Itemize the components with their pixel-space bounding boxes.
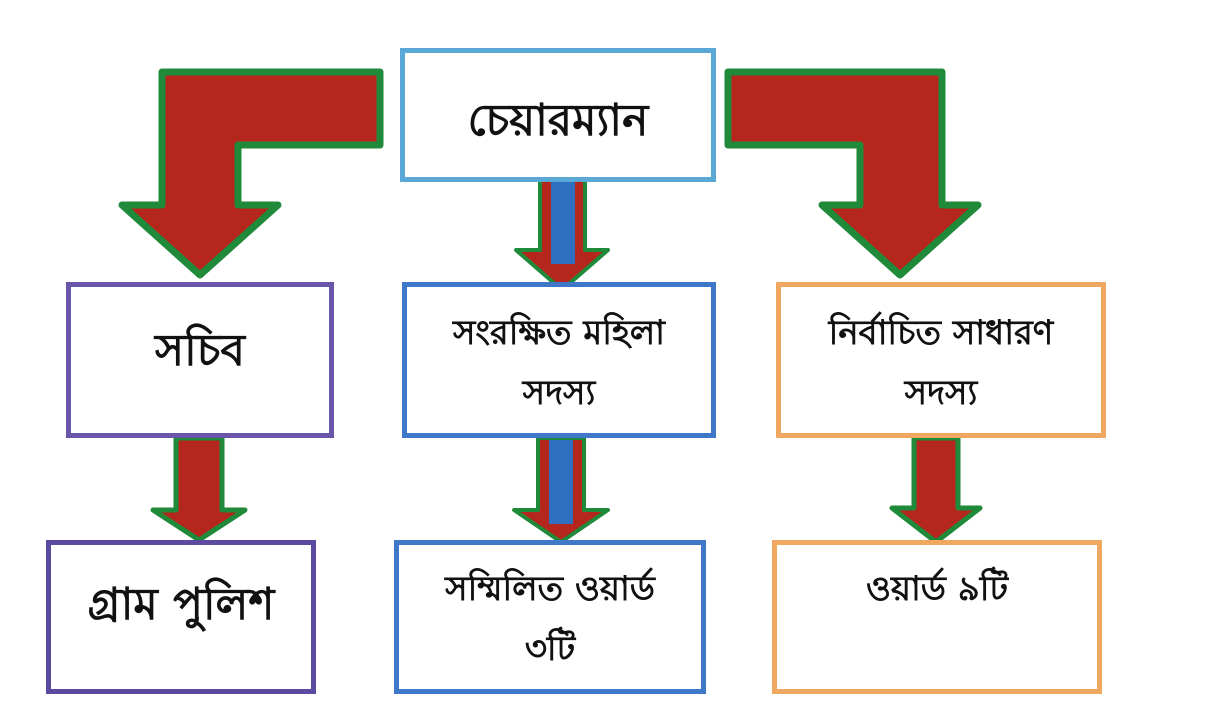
- combined-wards-box: সম্মিলিত ওয়ার্ড ৩টি: [394, 540, 706, 694]
- combined-wards-label-line1: সম্মিলিত ওয়ার্ড: [445, 569, 655, 609]
- wards-label: ওয়ার্ড ৯টি: [865, 569, 1009, 609]
- wards-box: ওয়ার্ড ৯টি: [772, 540, 1102, 694]
- elected-general-box: নির্বাচিত সাধারণ সদস্য: [776, 282, 1106, 438]
- reserved-women-box: সংরক্ষিত মহিলা সদস্য: [402, 282, 716, 438]
- combined-wards-label-line2: ৩টি: [524, 629, 576, 669]
- arrow-secretary-to-police: [150, 435, 248, 543]
- arrow-chairman-to-secretary: [118, 68, 384, 279]
- village-police-box: গ্রাম পুলিশ: [46, 540, 316, 694]
- elected-general-label-line1: নির্বাচিত সাধারণ: [828, 313, 1054, 353]
- village-police-label: গ্রাম পুলিশ: [87, 579, 275, 630]
- chairman-box: চেয়ারম্যান: [400, 48, 716, 182]
- arrow-elected-to-wards: [889, 435, 983, 545]
- reserved-women-label-line1: সংরক্ষিত মহিলা: [452, 313, 666, 353]
- reserved-women-label-line2: সদস্য: [522, 373, 596, 413]
- elected-general-label-line2: সদস্য: [904, 373, 978, 413]
- secretary-label: সচিব: [155, 325, 245, 376]
- arrow-chairman-to-reserved: [514, 178, 610, 292]
- chairman-label: চেয়ারম্যান: [467, 95, 649, 146]
- arrow-chairman-to-elected: [724, 68, 982, 279]
- arrow-reserved-to-combined: [512, 436, 610, 544]
- secretary-box: সচিব: [66, 282, 334, 438]
